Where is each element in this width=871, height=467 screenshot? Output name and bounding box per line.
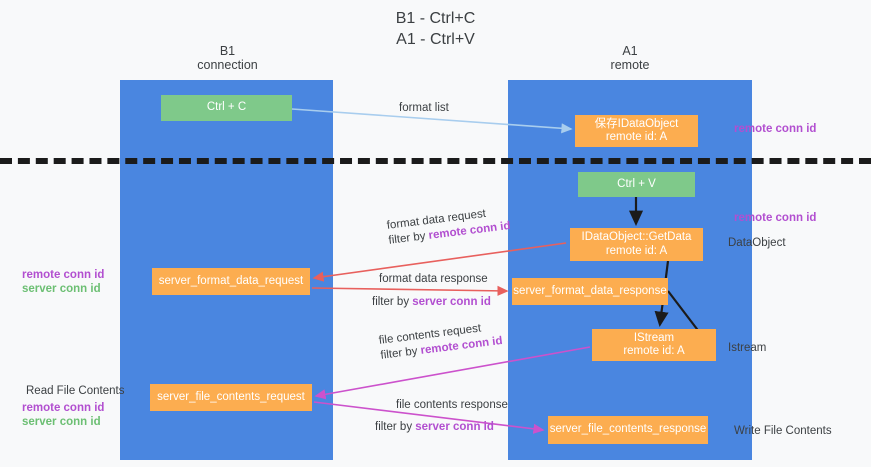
edge-label-format-data-response-text: format data response [379,273,488,285]
note-remote-conn-id-left-b: remote conn id [22,402,105,414]
node-ctrl-v-label: Ctrl + V [617,177,656,190]
note-dataobject: DataObject [728,237,786,249]
edge-label-file-contents-response-text: file contents response [396,399,508,411]
node-server-format-data-response-label: server_format_data_response [513,284,667,297]
edge-label-file-contents-response: file contents response [396,398,508,413]
note-write-file-contents: Write File Contents [734,425,832,437]
filter-key-server-conn-id: server conn id [412,296,491,308]
note-remote-conn-id-mid: remote conn id [734,212,817,224]
lane-header-a1-line1: A1 [622,44,638,58]
edge-label-format-list-text: format list [399,102,449,114]
note-left-conn-id-pair-upper: remote conn id server conn id [22,268,104,296]
node-server-file-contents-request[interactable]: server_file_contents_request [150,384,312,411]
edge-label-file-contents-request: file contents request filter by remote c… [378,319,503,364]
edge-label-format-data-response: format data response [379,272,488,287]
lane-header-a1: A1 remote [530,44,730,72]
lane-header-b1: B1 connection [140,44,315,72]
node-ctrl-c[interactable]: Ctrl + C [161,95,292,121]
node-idataobject-getdata-sub: remote id: A [605,244,668,257]
title-line-2: A1 - Ctrl+V [396,31,475,48]
note-left-conn-id-pair-lower: remote conn id server conn id [22,401,104,429]
node-ctrl-v[interactable]: Ctrl + V [578,172,695,197]
node-server-file-contents-request-label: server_file_contents_request [157,390,305,403]
edge-label-format-list: format list [399,101,449,116]
lane-header-a1-line2: remote [610,58,650,72]
filter-prefix: filter by [379,344,422,362]
node-save-idataobject-label: 保存IDataObject [594,117,679,130]
node-istream-sub: remote id: A [623,345,685,357]
lane-header-b1-line2: connection [197,58,258,72]
node-server-file-contents-response[interactable]: server_file_contents_response [548,416,708,444]
note-remote-conn-id-left-a: remote conn id [22,269,105,281]
filter-prefix: filter by [372,296,413,308]
filter-prefix: filter by [387,229,430,247]
diagram-title: B1 - Ctrl+C A1 - Ctrl+V [0,8,871,50]
node-server-format-data-request-label: server_format_data_request [158,274,304,287]
node-server-format-data-response[interactable]: server_format_data_response [512,278,668,305]
note-remote-conn-id-top: remote conn id [734,123,817,135]
note-read-file-contents: Read File Contents [26,385,125,397]
phase-divider [0,158,871,164]
note-server-conn-id-left-a: server conn id [22,283,101,295]
edge-label-format-data-response-filter: filter by server conn id [372,295,491,310]
node-save-idataobject[interactable]: 保存IDataObject remote id: A [575,115,698,147]
lane-header-b1-line1: B1 [219,44,236,58]
node-istream[interactable]: IStream remote id: A [592,329,716,361]
edge-label-file-contents-response-filter: filter by server conn id [375,420,494,435]
node-istream-label: IStream [633,331,675,344]
node-save-idataobject-sub: remote id: A [605,131,668,143]
node-server-format-data-request[interactable]: server_format_data_request [152,268,310,295]
edge-label-format-data-request: format data request filter by remote con… [386,204,511,249]
filter-key-server-conn-id: server conn id [415,421,494,433]
node-ctrl-c-label: Ctrl + C [206,101,247,114]
note-server-conn-id-left-b: server conn id [22,416,101,428]
node-server-file-contents-response-label: server_file_contents_response [549,423,707,436]
node-idataobject-getdata[interactable]: IDataObject::GetData remote id: A [570,228,703,261]
title-line-1: B1 - Ctrl+C [395,10,476,27]
node-idataobject-getdata-label: IDataObject::GetData [581,231,692,243]
edge-format-data-response [311,285,509,296]
filter-prefix: filter by [375,421,416,433]
note-istream: Istream [728,342,767,354]
